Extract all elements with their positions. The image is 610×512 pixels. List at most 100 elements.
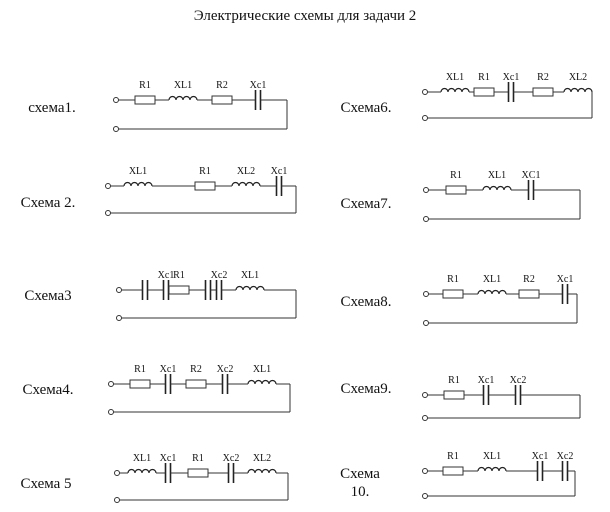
inductor: XL2 (231, 166, 261, 187)
component-label: R1 (447, 274, 459, 285)
inductor: XL1 (247, 364, 277, 385)
page-title: Электрические схемы для задачи 2 (193, 8, 417, 24)
component-label: R1 (199, 166, 211, 177)
component-label: R2 (523, 274, 535, 285)
terminal-top (116, 287, 122, 293)
resistor: R1 (445, 170, 467, 195)
circuit-2: XL1 R1 XL2 Xc1 (105, 166, 297, 216)
circuit-1: R1 XL1 R2 Xc1 (113, 80, 288, 132)
scheme-label-7: Схема7. (340, 196, 392, 212)
capacitor: Xc1 (503, 72, 520, 102)
terminal-top (423, 187, 429, 193)
capacitor: Xc1 (158, 270, 175, 300)
terminal-bottom (116, 315, 122, 321)
inductor: XL1 (235, 270, 265, 291)
resistor: R1 (442, 274, 464, 299)
terminal-bottom (423, 216, 429, 222)
scheme-label-1: схема1. (28, 100, 76, 116)
terminal-top (423, 291, 429, 297)
resistor: R1 (443, 375, 465, 400)
scheme-label-9: Схема9. (340, 381, 392, 397)
terminal-bottom (113, 126, 119, 132)
component-label: XL1 (129, 166, 147, 177)
terminal-bottom (108, 409, 114, 415)
resistor: R1 (187, 453, 209, 478)
capacitor: Xc2 (217, 364, 234, 394)
component-label: Xc1 (271, 166, 288, 177)
terminal-top (422, 392, 428, 398)
component-label: Xc1 (158, 270, 175, 281)
terminal-top (108, 381, 114, 387)
scheme-label-6: Схема6. (340, 100, 392, 116)
component-label: R1 (192, 453, 204, 464)
capacitor (141, 280, 149, 300)
component-label: R2 (216, 80, 228, 91)
terminal-bottom (423, 320, 429, 326)
capacitor: Xc2 (557, 451, 574, 481)
component-label: XL2 (253, 453, 271, 464)
component-label: Xc2 (217, 364, 234, 375)
inductor: XL1 (168, 80, 198, 101)
component-label: XL2 (237, 166, 255, 177)
component-label: XL1 (446, 72, 464, 83)
inductor: XL1 (477, 451, 507, 472)
component-label: XL1 (483, 451, 501, 462)
component-label: R1 (478, 72, 490, 83)
component-label: R1 (173, 270, 185, 281)
capacitor: Xc1 (271, 166, 288, 196)
component-label: Xc1 (160, 364, 177, 375)
scheme-label-10: Схема 10. (340, 466, 380, 500)
component-label: Xc1 (532, 451, 549, 462)
terminal-top (422, 468, 428, 474)
component-label: XL2 (569, 72, 587, 83)
inductor: XL1 (477, 274, 507, 295)
resistor: R2 (185, 364, 207, 389)
terminal-top (113, 97, 119, 103)
component-label: Xc2 (211, 270, 228, 281)
resistor: R1 (194, 166, 216, 191)
component-label: R1 (448, 375, 460, 386)
component-label: XL1 (488, 170, 506, 181)
component-label: Xc2 (510, 375, 527, 386)
component-label: XL1 (241, 270, 259, 281)
component-label: XL1 (253, 364, 271, 375)
resistor: R1 (129, 364, 151, 389)
component-label: Xc1 (557, 274, 574, 285)
terminal-bottom (114, 497, 120, 503)
scheme-label-5: Схема 5 (20, 476, 72, 492)
inductor: XL1 (127, 453, 157, 474)
capacitor: Xc1 (160, 453, 176, 483)
scheme-label-4: Схема4. (22, 382, 74, 398)
inductor: XL1 (482, 170, 512, 191)
resistor: R1 (134, 80, 156, 105)
component-label: R1 (139, 80, 151, 91)
scheme-label-2: Схема 2. (20, 195, 76, 211)
component-label: XL1 (483, 274, 501, 285)
component-label: Xc2 (557, 451, 574, 462)
resistor: R1 (473, 72, 495, 97)
component-label: Xc1 (250, 80, 267, 91)
capacitor: Xc2 (211, 270, 228, 300)
capacitor: Xc1 (557, 274, 574, 304)
terminal-bottom (105, 210, 111, 216)
terminal-top (105, 183, 111, 189)
resistor: R2 (211, 80, 233, 105)
component-label: XC1 (522, 170, 541, 181)
inductor: XL2 (247, 453, 277, 474)
capacitor: Xc1 (250, 80, 267, 110)
inductor: XL1 (440, 72, 470, 93)
circuit-7: R1 XL1 XC1 (423, 170, 581, 222)
circuit-4: R1 Xc1 R2 Xc2 XL1 (108, 364, 291, 415)
component-label: R1 (450, 170, 462, 181)
scheme-label-3: Схема3 (24, 288, 72, 304)
component-label: Xc1 (478, 375, 495, 386)
component-label: Xc1 (503, 72, 520, 83)
circuit-8: R1 XL1 R2 Xc1 (423, 274, 578, 326)
terminal-top (422, 89, 428, 95)
component-label: XL1 (174, 80, 192, 91)
